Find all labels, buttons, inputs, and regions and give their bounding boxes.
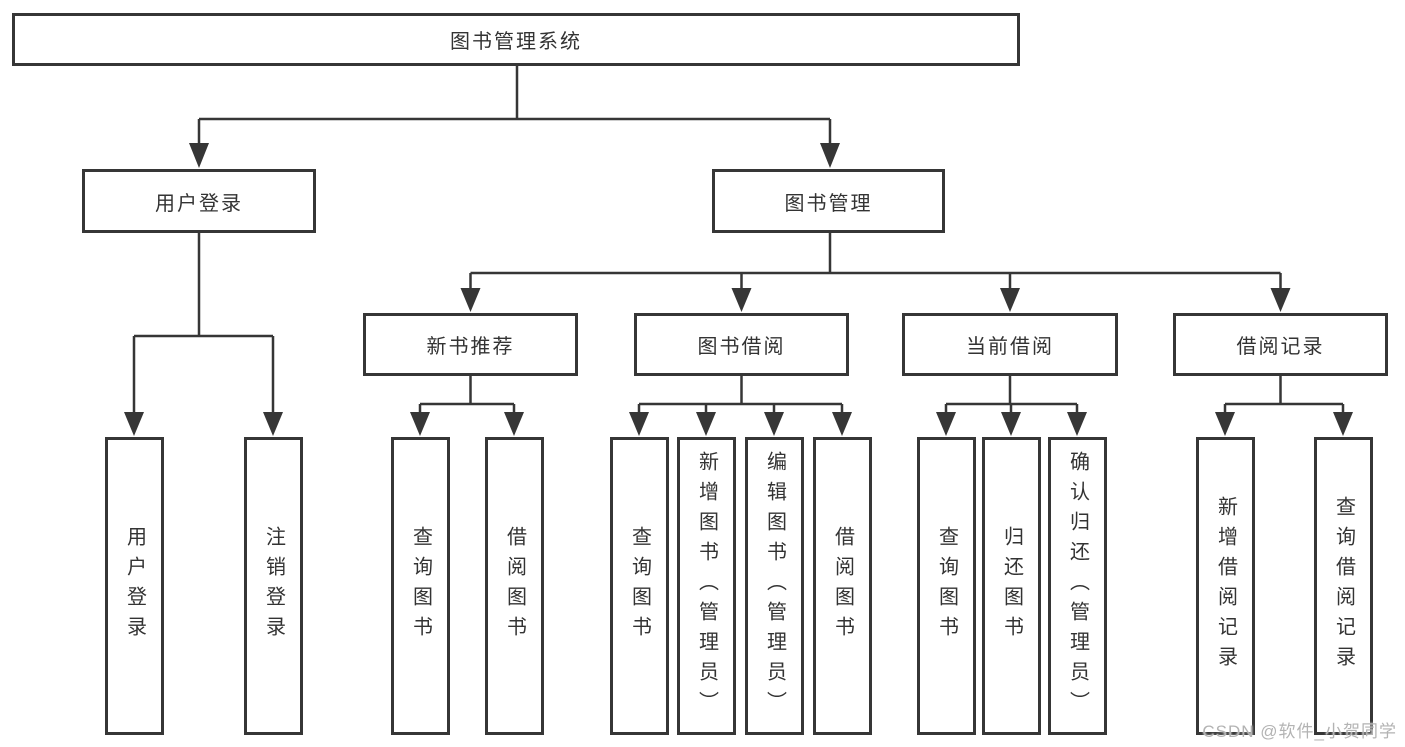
leaf-query-books-1: 查询图书 [391,437,450,735]
leaf-confirm-return-admin: 确认归还（管理员） [1048,437,1107,735]
leaf-logout: 注销登录 [244,437,303,735]
node-borrow-records: 借阅记录 [1173,313,1388,376]
leaf-user-login: 用户登录 [105,437,164,735]
leaf-add-borrow-record: 新增借阅记录 [1196,437,1255,735]
node-book-management: 图书管理 [712,169,945,233]
leaf-edit-books-admin: 编辑图书（管理员） [745,437,804,735]
leaf-query-books-3: 查询图书 [917,437,976,735]
node-new-book-recommend: 新书推荐 [363,313,578,376]
leaf-query-borrow-record: 查询借阅记录 [1314,437,1373,735]
csdn-watermark: CSDN @软件_小贺同学 [1202,722,1397,741]
leaf-add-books-admin: 新增图书（管理员） [677,437,736,735]
leaf-query-books-2: 查询图书 [610,437,669,735]
node-user-login: 用户登录 [82,169,316,233]
node-current-borrow: 当前借阅 [902,313,1118,376]
node-book-borrow: 图书借阅 [634,313,849,376]
arrowheads [124,143,1353,436]
leaf-borrow-books-1: 借阅图书 [485,437,544,735]
node-root-system: 图书管理系统 [12,13,1020,66]
leaf-borrow-books-2: 借阅图书 [813,437,872,735]
leaf-return-books: 归还图书 [982,437,1041,735]
